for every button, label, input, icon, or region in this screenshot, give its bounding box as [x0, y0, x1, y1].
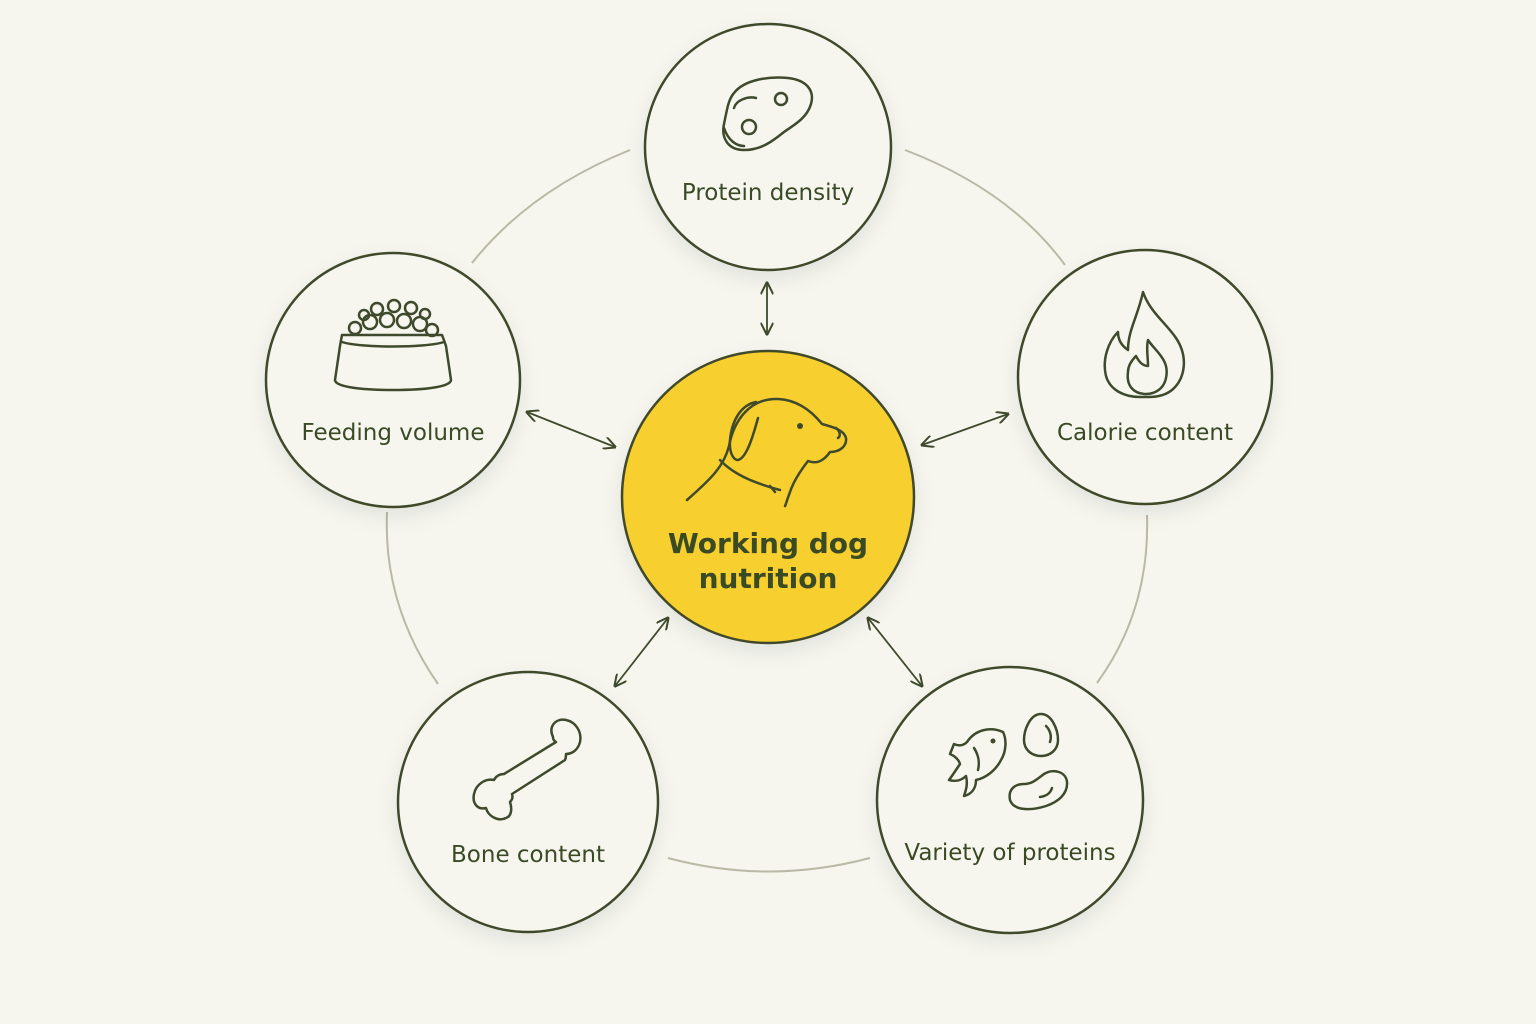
connector-arrows: [527, 283, 1008, 686]
flame-icon: [1103, 290, 1185, 399]
ring-arc-calorie-variety: [1096, 514, 1149, 684]
food-bowl-icon: [333, 298, 453, 392]
node-label-feeding-volume: Feeding volume: [302, 420, 485, 446]
outer-ring: [385, 149, 1149, 873]
center-circle: [620, 349, 916, 645]
ring-arc-bone-feeding: [385, 511, 439, 685]
ring-arc-feeding-protein: [471, 149, 631, 264]
dog-head-icon: [685, 397, 848, 508]
center-label-line2: nutrition: [699, 562, 838, 595]
node-label-bone-content: Bone content: [451, 842, 605, 868]
node-label-variety-of-proteins: Variety of proteins: [904, 840, 1115, 866]
node-calorie-content: Calorie content: [1016, 248, 1274, 506]
center-label-line1: Working dog: [668, 527, 868, 560]
arrow-feeding-volume: [527, 412, 615, 447]
arrow-calorie-content: [922, 414, 1008, 445]
ring-arc-protein-calorie: [904, 149, 1066, 266]
node-variety-of-proteins: Variety of proteins: [875, 665, 1145, 935]
ring-arc-variety-bone: [667, 857, 871, 873]
node-label-protein-density: Protein density: [682, 180, 854, 206]
arrow-bone-content: [615, 618, 668, 686]
bone-icon: [472, 718, 582, 821]
arrow-variety-of-proteins: [868, 618, 922, 686]
center-node: Working dog nutrition: [620, 349, 916, 645]
node-protein-density: Protein density: [643, 22, 893, 272]
node-label-calorie-content: Calorie content: [1057, 420, 1233, 446]
node-bone-content: Bone content: [396, 670, 660, 934]
fish-egg-bean-icon: [947, 712, 1069, 811]
node-feeding-volume: Feeding volume: [264, 251, 522, 509]
steak-icon: [722, 76, 814, 152]
